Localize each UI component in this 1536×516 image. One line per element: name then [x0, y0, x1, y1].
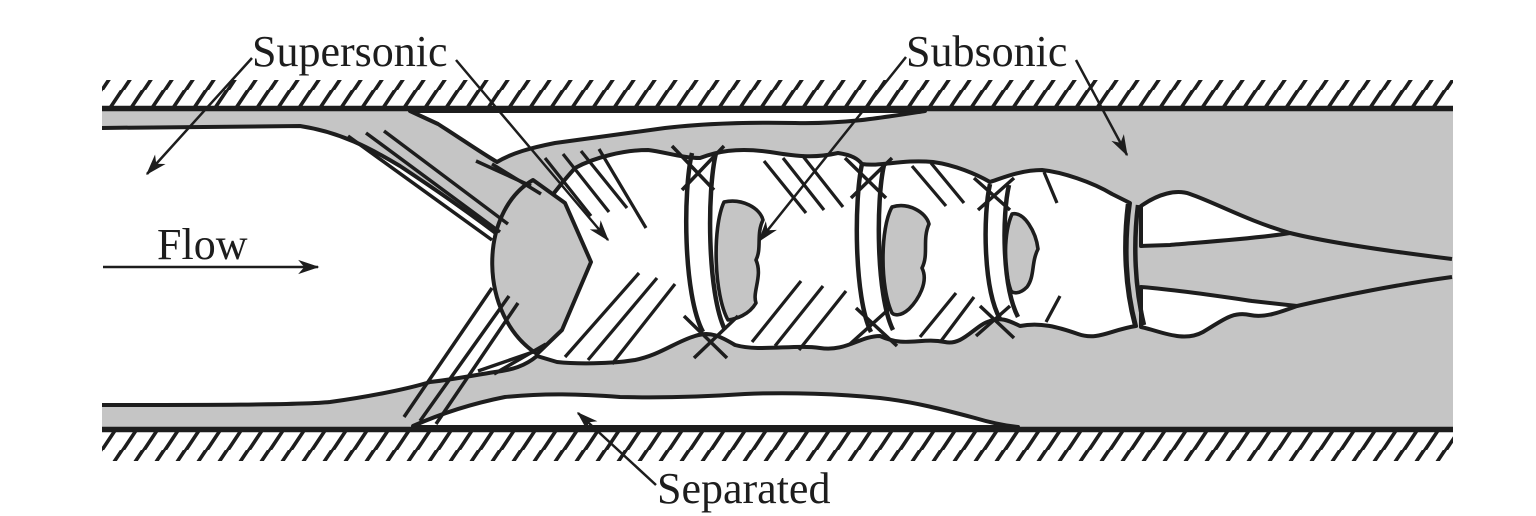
subsonic-pocket-3 — [881, 204, 931, 317]
flow-label: Flow — [157, 220, 248, 269]
subsonic-pocket-2 — [714, 199, 765, 322]
bottom-wall-hatching — [102, 431, 1453, 461]
shock2-rear-line — [707, 152, 728, 331]
subsonic-right-arrow — [1074, 59, 1129, 157]
separated-leader-arrow — [576, 412, 657, 486]
shock5-rear-line — [1133, 204, 1147, 326]
upper-shear-line-exit — [1289, 231, 1453, 261]
lower-exit-tongue — [1139, 285, 1299, 339]
lambda-shock-legs — [346, 129, 547, 425]
top-wall-hatching — [102, 80, 1453, 107]
subsonic-left-arrow — [758, 56, 907, 243]
lower-shear-line-exit — [1296, 275, 1453, 308]
supersonic-left-arrow — [146, 57, 253, 176]
bottom-wall-white-wedge — [411, 391, 1020, 429]
mach-wave-fans — [543, 148, 1062, 366]
shock3-rear-line — [876, 164, 896, 332]
shock4-rear-line — [1002, 184, 1021, 319]
leader-arrows — [103, 56, 1129, 486]
subsonic-label: Subsonic — [906, 27, 1067, 76]
supersonic-right-arrow — [455, 59, 609, 242]
separated-label: Separated — [657, 464, 830, 513]
shock5-front-line — [1123, 203, 1138, 326]
upper-exit-tongue — [1139, 190, 1292, 248]
normal-shock-fronts — [684, 152, 1147, 334]
supersonic-label: Supersonic — [252, 27, 448, 76]
shock-foot-crossings — [670, 144, 1016, 360]
shock2-front-line — [684, 152, 705, 334]
top-wall-white-wedge — [408, 109, 927, 164]
shock4-front-line — [983, 183, 1002, 321]
